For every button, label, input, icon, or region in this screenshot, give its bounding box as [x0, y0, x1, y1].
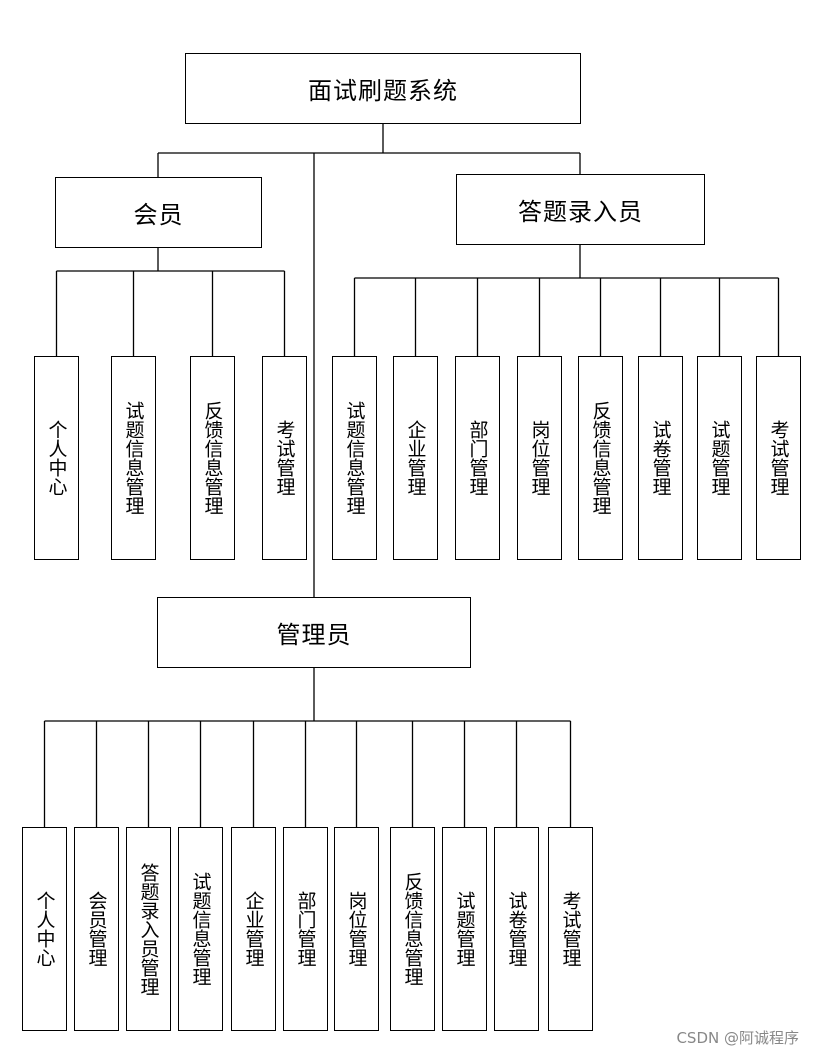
admin-leaf-label: 部门管理: [294, 891, 317, 967]
root-node: 面试刷题系统: [185, 53, 581, 124]
watermark: CSDN @阿诚程序: [676, 1029, 799, 1047]
admin-leaf-label: 答题录入员管理: [137, 862, 160, 996]
admin-leaf-1: 会员管理: [74, 827, 119, 1031]
entry-leaf-6: 试题管理: [697, 356, 742, 560]
admin-leaf-0: 个人中心: [22, 827, 67, 1031]
admin-leaf-3: 试题信息管理: [178, 827, 223, 1031]
entry-leaf-label: 试卷管理: [649, 420, 672, 496]
admin-leaf-label: 考试管理: [559, 891, 582, 967]
entry-leaf-label: 试题信息管理: [343, 401, 366, 515]
entry-leaf-0: 试题信息管理: [332, 356, 377, 560]
entry-leaf-4: 反馈信息管理: [578, 356, 623, 560]
member-leaf-2: 反馈信息管理: [190, 356, 235, 560]
entry-leaf-label: 反馈信息管理: [589, 401, 612, 515]
admin-leaf-6: 岗位管理: [334, 827, 379, 1031]
entry-leaf-label: 岗位管理: [528, 420, 551, 496]
entry-leaf-label: 试题管理: [708, 420, 731, 496]
admin-leaf-label: 个人中心: [33, 891, 56, 967]
entry-leaf-2: 部门管理: [455, 356, 500, 560]
member-leaf-label: 试题信息管理: [122, 401, 145, 515]
member-leaf-0: 个人中心: [34, 356, 79, 560]
member-leaf-3: 考试管理: [262, 356, 307, 560]
admin-leaf-label: 岗位管理: [345, 891, 368, 967]
entry-leaf-label: 企业管理: [404, 420, 427, 496]
root-label: 面试刷题系统: [308, 77, 458, 105]
entry-leaf-label: 考试管理: [767, 420, 790, 496]
entry-label: 答题录入员: [518, 198, 643, 226]
admin-leaf-2: 答题录入员管理: [126, 827, 171, 1031]
admin-label: 管理员: [276, 621, 352, 649]
admin-leaf-4: 企业管理: [231, 827, 276, 1031]
admin-leaf-label: 试卷管理: [505, 891, 528, 967]
entry-leaf-5: 试卷管理: [638, 356, 683, 560]
admin-leaf-9: 试卷管理: [494, 827, 539, 1031]
member-node: 会员: [55, 177, 262, 248]
entry-leaf-label: 部门管理: [466, 420, 489, 496]
admin-leaf-8: 试题管理: [442, 827, 487, 1031]
member-leaf-label: 反馈信息管理: [201, 401, 224, 515]
admin-leaf-label: 试题管理: [453, 891, 476, 967]
admin-leaf-5: 部门管理: [283, 827, 328, 1031]
entry-leaf-7: 考试管理: [756, 356, 801, 560]
entry-node: 答题录入员: [456, 174, 705, 245]
member-leaf-label: 考试管理: [273, 420, 296, 496]
admin-leaf-label: 试题信息管理: [189, 872, 212, 986]
admin-leaf-label: 会员管理: [85, 891, 108, 967]
admin-node: 管理员: [157, 597, 471, 668]
admin-leaf-7: 反馈信息管理: [390, 827, 435, 1031]
admin-leaf-label: 企业管理: [242, 891, 265, 967]
member-label: 会员: [133, 201, 184, 229]
admin-leaf-label: 反馈信息管理: [401, 872, 424, 986]
entry-leaf-3: 岗位管理: [517, 356, 562, 560]
admin-leaf-10: 考试管理: [548, 827, 593, 1031]
member-leaf-label: 个人中心: [45, 420, 68, 496]
entry-leaf-1: 企业管理: [393, 356, 438, 560]
member-leaf-1: 试题信息管理: [111, 356, 156, 560]
